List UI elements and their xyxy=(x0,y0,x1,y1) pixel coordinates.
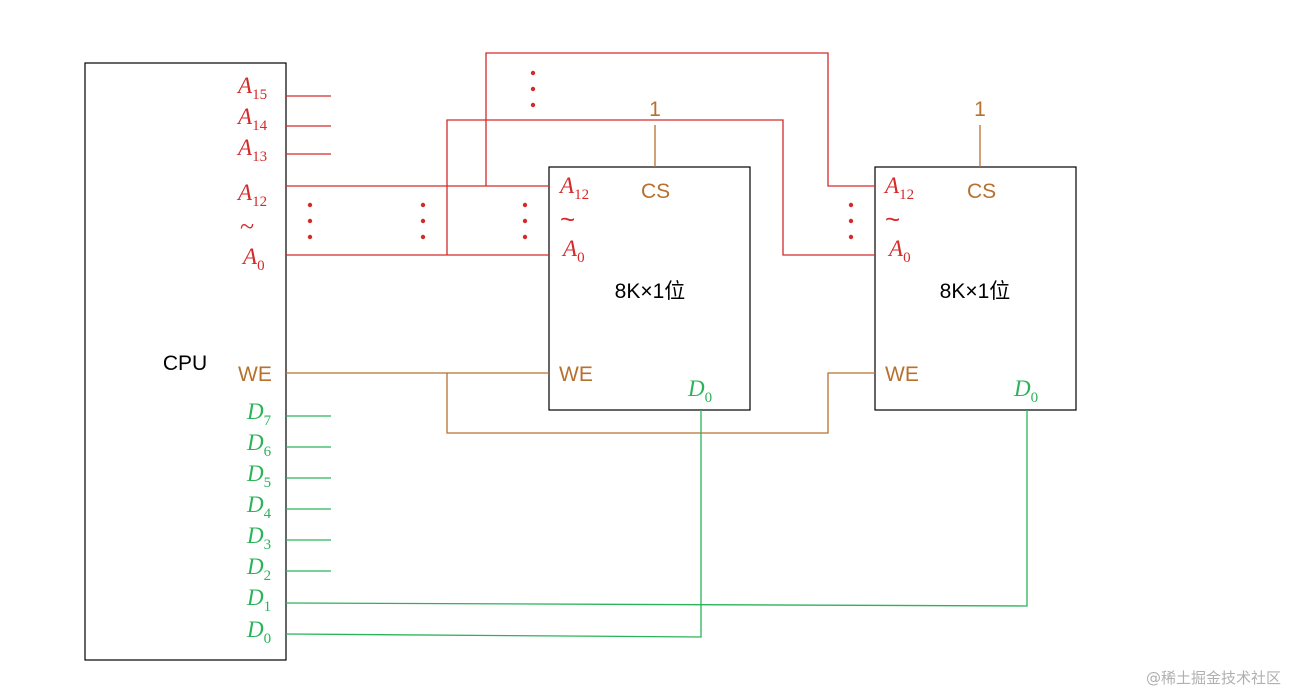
ellipsis-top xyxy=(530,70,536,108)
cpu-label: CPU xyxy=(163,352,207,375)
cpu-we-label: WE xyxy=(238,363,272,386)
ellipsis-chip1 xyxy=(522,202,528,240)
cpu-d1-label: D1 xyxy=(246,585,271,615)
cpu-d0-label: D0 xyxy=(246,617,271,647)
cpu-a14-label: A14 xyxy=(236,104,268,134)
address-ellipses xyxy=(307,70,854,240)
cpu-d7-label: D7 xyxy=(246,399,272,429)
chip2-cs-label: CS xyxy=(967,180,996,203)
cpu-a13-label: A13 xyxy=(236,135,267,165)
chip1-cs-value: 1 xyxy=(649,98,661,121)
ellipsis-cpu xyxy=(307,202,313,240)
data-wires xyxy=(285,410,1028,638)
cpu-range-tilde: ~ xyxy=(240,212,254,241)
address-wires xyxy=(286,52,875,256)
cpu-a12-label: A12 xyxy=(236,180,267,210)
watermark: @稀土掘金技术社区 xyxy=(1145,669,1281,687)
cpu-a0-label: A0 xyxy=(241,244,265,274)
chip2-label: 8K×1位 xyxy=(940,280,1011,303)
chip2-range-tilde: ~ xyxy=(885,204,900,234)
chip1-pins: A12 ~ A0 CS 1 WE D0 xyxy=(558,98,712,406)
we-wire-chip2 xyxy=(446,372,875,434)
ellipsis-chip2 xyxy=(848,202,854,240)
control-wires xyxy=(286,125,981,434)
cpu-d2-label: D2 xyxy=(246,554,271,584)
chip2-cs-value: 1 xyxy=(974,98,986,121)
chip1-cs-label: CS xyxy=(641,180,670,203)
cpu-d4-label: D4 xyxy=(246,492,272,522)
ellipsis-mid xyxy=(420,202,426,240)
a0-bus-chip2 xyxy=(446,119,875,256)
chip1-a0-label: A0 xyxy=(561,236,585,266)
chip2-d0-label: D0 xyxy=(1013,376,1038,406)
d0-wire xyxy=(285,410,702,638)
chip2-pins: A12 ~ A0 CS 1 WE D0 xyxy=(883,98,1038,406)
chip2-box xyxy=(874,166,1077,411)
a12-bus-chip2 xyxy=(485,52,875,187)
cpu-data-labels: D7 D6 D5 D4 D3 D2 D1 D0 xyxy=(246,399,272,647)
chip2-we-label: WE xyxy=(885,363,919,386)
cpu-d6-label: D6 xyxy=(246,430,272,460)
chip1-we-label: WE xyxy=(559,363,593,386)
cpu-d3-label: D3 xyxy=(246,523,271,553)
chip2-a12-label: A12 xyxy=(883,173,914,203)
cpu-box xyxy=(84,62,287,661)
chip1-label: 8K×1位 xyxy=(615,280,686,303)
cpu-a15-label: A15 xyxy=(236,73,267,103)
chip1-box xyxy=(548,166,751,411)
chip1-a12-label: A12 xyxy=(558,173,589,203)
chip1-d0-label: D0 xyxy=(687,376,712,406)
chip1-range-tilde: ~ xyxy=(560,204,575,234)
cpu-address-labels: A15 A14 A13 A12 ~ A0 xyxy=(236,73,268,274)
cpu-d5-label: D5 xyxy=(246,461,271,491)
d1-wire xyxy=(285,410,1028,607)
chip2-a0-label: A0 xyxy=(887,236,911,266)
